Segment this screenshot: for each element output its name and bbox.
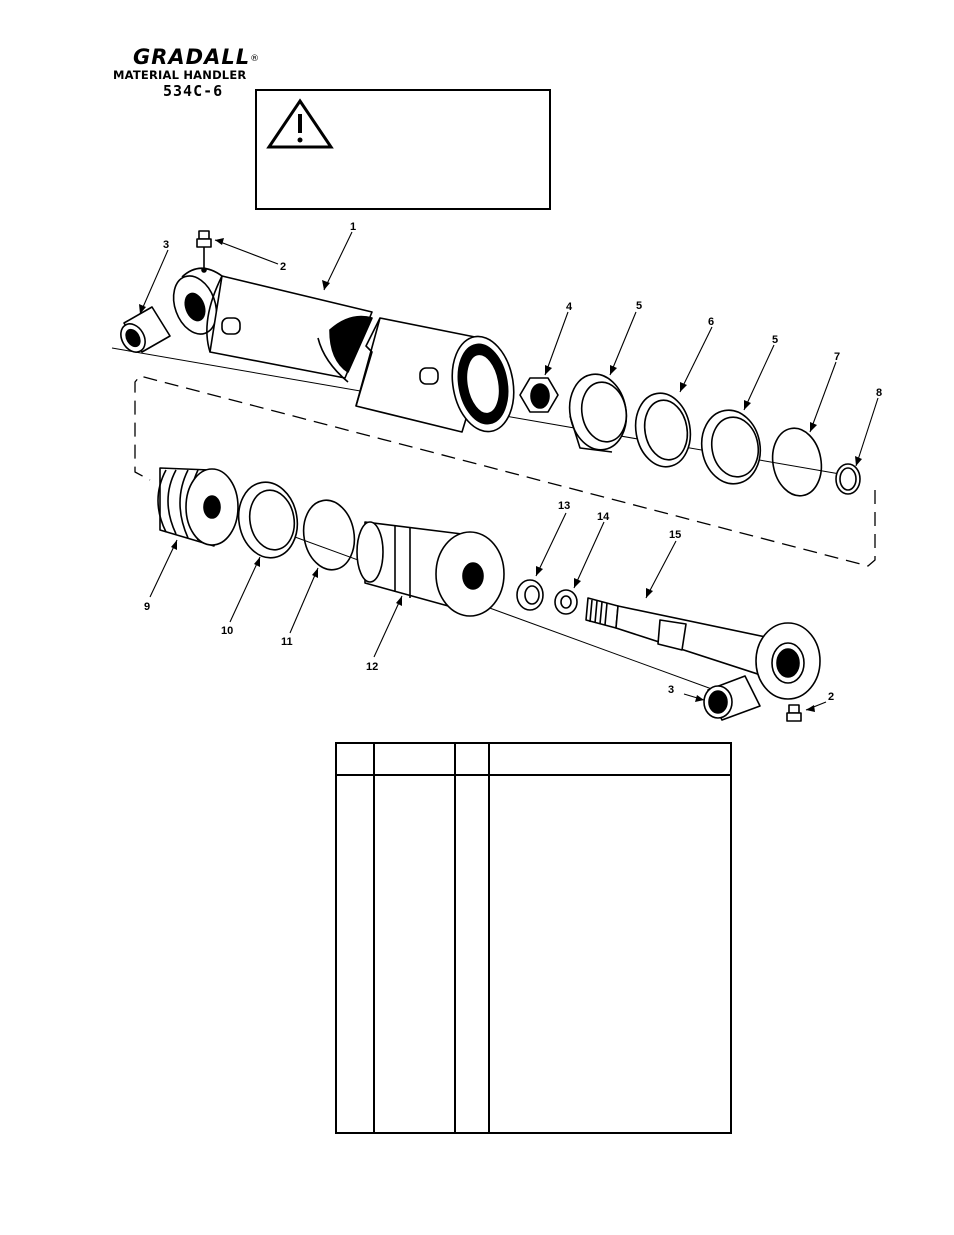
brand-header: GRADALL® MATERIAL HANDLER 534C-6 bbox=[113, 46, 293, 100]
part-6-ring bbox=[634, 392, 692, 468]
part-3-bushing-lower bbox=[703, 675, 761, 721]
callout-8: 8 bbox=[876, 387, 882, 399]
callout-7: 7 bbox=[834, 351, 840, 363]
callout-3-lower: 3 bbox=[668, 684, 674, 696]
part-4-nut bbox=[519, 377, 559, 413]
warning-triangle-icon bbox=[266, 98, 334, 149]
callout-10: 10 bbox=[221, 625, 233, 637]
callout-13: 13 bbox=[558, 500, 570, 512]
brand-logo: GRADALL® bbox=[133, 46, 293, 68]
part-10-ring bbox=[237, 481, 299, 559]
part-5-ring-a bbox=[568, 373, 628, 453]
callout-5b: 5 bbox=[772, 334, 778, 346]
table-header-rule bbox=[337, 774, 730, 776]
table-column-divider bbox=[454, 744, 456, 1132]
table-column-divider bbox=[373, 744, 375, 1132]
callout-12: 12 bbox=[366, 661, 378, 673]
model-number: 534C-6 bbox=[163, 82, 224, 100]
callout-5a: 5 bbox=[636, 300, 642, 312]
part-1-barrel-right bbox=[355, 317, 515, 433]
leader-arrowheads bbox=[139, 238, 862, 712]
part-12-piston bbox=[356, 521, 505, 617]
part-3-bushing-upper bbox=[120, 306, 171, 353]
callout-15: 15 bbox=[669, 529, 681, 541]
part-11-o-ring bbox=[302, 499, 356, 571]
callout-4: 4 bbox=[566, 301, 573, 313]
part-14-washer bbox=[554, 589, 578, 615]
callout-2-lower: 2 bbox=[828, 691, 834, 703]
table-column-divider bbox=[488, 744, 490, 1132]
dashed-connector-line bbox=[134, 375, 876, 567]
callout-6: 6 bbox=[708, 316, 714, 328]
callout-9: 9 bbox=[144, 601, 150, 613]
callout-14: 14 bbox=[597, 511, 610, 523]
part-9-piston-seals bbox=[157, 467, 239, 547]
part-7-o-ring bbox=[771, 427, 823, 497]
part-8-retaining-ring bbox=[835, 463, 861, 495]
part-13-spacer bbox=[516, 579, 544, 611]
warning-box bbox=[255, 89, 551, 210]
exploded-cylinder-diagram: 1 2 3 4 5 5 6 7 8 9 10 11 12 13 14 15 3 … bbox=[111, 221, 882, 722]
part-2-grease-fitting-upper bbox=[196, 230, 212, 273]
callout-labels: 1 2 3 4 5 5 6 7 8 9 10 11 12 13 14 15 3 … bbox=[144, 221, 882, 703]
callout-3-upper: 3 bbox=[163, 239, 169, 251]
part-1-barrel-left bbox=[172, 267, 373, 383]
part-15-rod bbox=[585, 597, 821, 700]
parts-list-table bbox=[335, 742, 732, 1134]
part-2-grease-fitting-lower bbox=[786, 704, 802, 722]
callout-1: 1 bbox=[350, 221, 356, 233]
callout-2-upper: 2 bbox=[280, 261, 286, 273]
brand-subtitle: MATERIAL HANDLER bbox=[113, 68, 247, 82]
leader-lines bbox=[139, 231, 879, 711]
brand-name: GRADALL bbox=[133, 45, 251, 69]
part-5-ring-b bbox=[700, 409, 762, 485]
registered-mark: ® bbox=[250, 54, 261, 64]
callout-11: 11 bbox=[281, 636, 293, 648]
